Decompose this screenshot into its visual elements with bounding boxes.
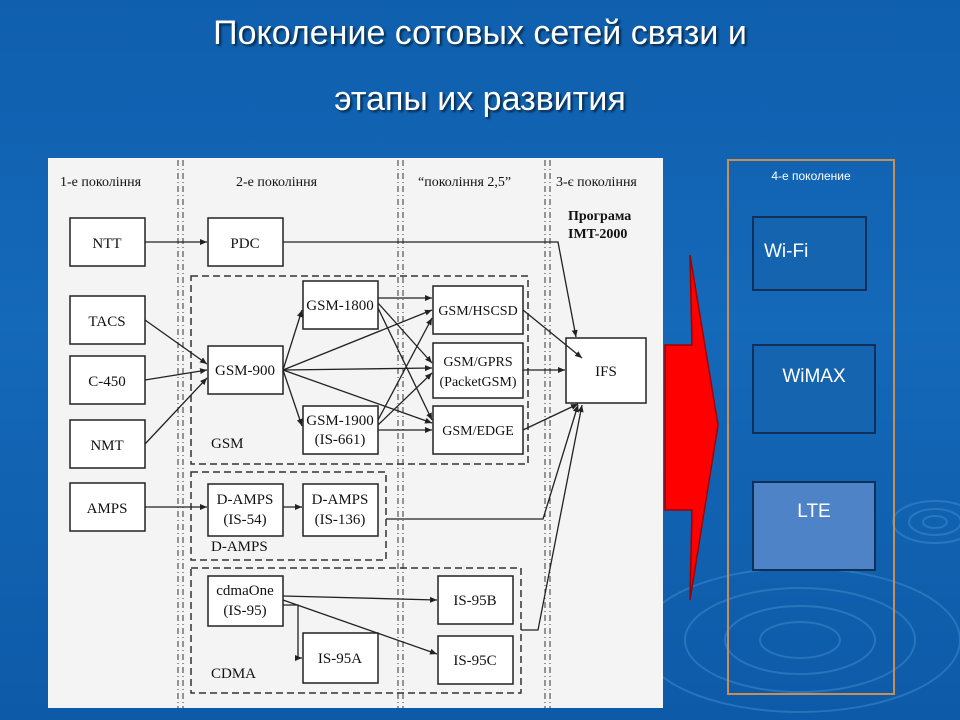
node-damps-is136 — [302, 483, 379, 537]
label-is95: (IS-95) — [223, 603, 266, 619]
cdma-group-frame — [190, 567, 522, 694]
node-ntt — [69, 217, 146, 267]
label-pdc: PDC — [230, 236, 259, 252]
wifi-box: Wi-Fi — [752, 216, 867, 291]
column-separators — [177, 160, 551, 708]
label-gsm1900: GSM-1900 — [306, 413, 374, 429]
node-damps-is54 — [207, 483, 284, 537]
label-packetgsm: (PacketGSM) — [440, 375, 517, 390]
label-gsm900: GSM-900 — [215, 363, 275, 379]
label-damps-1: D-AMPS — [217, 492, 274, 508]
label-is661: (IS-661) — [315, 432, 366, 448]
label-gsm-edge: GSM/EDGE — [442, 424, 514, 439]
wimax-label: WiMAX — [782, 366, 846, 387]
node-is95a — [302, 632, 379, 684]
node-gsm900 — [207, 345, 284, 395]
label-nmt: NMT — [90, 438, 123, 454]
node-gsm-hscsd — [432, 285, 524, 335]
label-ifs: IFS — [595, 364, 617, 380]
program-label-line-1: Програма — [568, 209, 631, 224]
node-cdmaone — [207, 575, 284, 627]
lte-label: LTE — [797, 501, 831, 522]
damps-group-label: D-AMPS — [211, 539, 268, 555]
slide-title-line-1: Поколение сотовых сетей связи и — [213, 14, 747, 52]
label-cdmaone: cdmaOne — [216, 583, 274, 599]
label-c450: C-450 — [88, 374, 126, 390]
label-is95a: IS-95A — [318, 651, 362, 667]
fourth-gen-panel: 4-е поколение Wi-Fi WiMAX LTE — [727, 159, 895, 695]
label-is95c: IS-95C — [453, 653, 496, 669]
label-gsm-hscsd: GSM/HSCSD — [438, 304, 517, 319]
program-label-line-2: IMT-2000 — [568, 227, 627, 242]
node-gsm1900 — [302, 405, 379, 455]
label-tacs: TACS — [88, 314, 125, 330]
column-header-2g: 2-е покоління — [236, 175, 318, 190]
wifi-label: Wi-Fi — [764, 241, 809, 262]
label-amps: AMPS — [87, 501, 128, 517]
node-pdc — [207, 217, 284, 267]
label-is136: (IS-136) — [315, 512, 366, 528]
node-is95b — [437, 575, 514, 625]
column-header-2-5g: “покоління 2,5” — [418, 175, 511, 190]
node-gsm1800 — [302, 280, 379, 330]
label-gsm1800: GSM-1800 — [306, 298, 374, 314]
node-c450 — [69, 355, 146, 405]
label-is95b: IS-95B — [453, 593, 496, 609]
node-is95c — [437, 635, 514, 685]
node-gsm-gprs — [432, 342, 524, 399]
gsm-group-label: GSM — [211, 436, 244, 452]
big-red-arrow — [664, 255, 719, 600]
label-gsm-gprs: GSM/GPRS — [443, 355, 512, 370]
generations-diagram: 1-е покоління 2-е покоління “покоління 2… — [48, 158, 663, 708]
node-ifs — [565, 337, 647, 404]
label-damps-2: D-AMPS — [312, 492, 369, 508]
label-is54: (IS-54) — [223, 512, 266, 528]
connectors — [144, 239, 584, 661]
lte-box: LTE — [752, 481, 876, 571]
slide-title-line-2: этапы их развития — [334, 80, 626, 118]
column-header-3g: 3-є покоління — [556, 175, 637, 190]
fourth-gen-title: 4-е поколение — [771, 169, 851, 183]
wimax-box: WiMAX — [752, 344, 876, 434]
label-ntt: NTT — [92, 236, 121, 252]
damps-group-frame — [190, 471, 387, 561]
cdma-group-label: CDMA — [211, 666, 256, 682]
column-header-1g: 1-е покоління — [60, 175, 142, 190]
